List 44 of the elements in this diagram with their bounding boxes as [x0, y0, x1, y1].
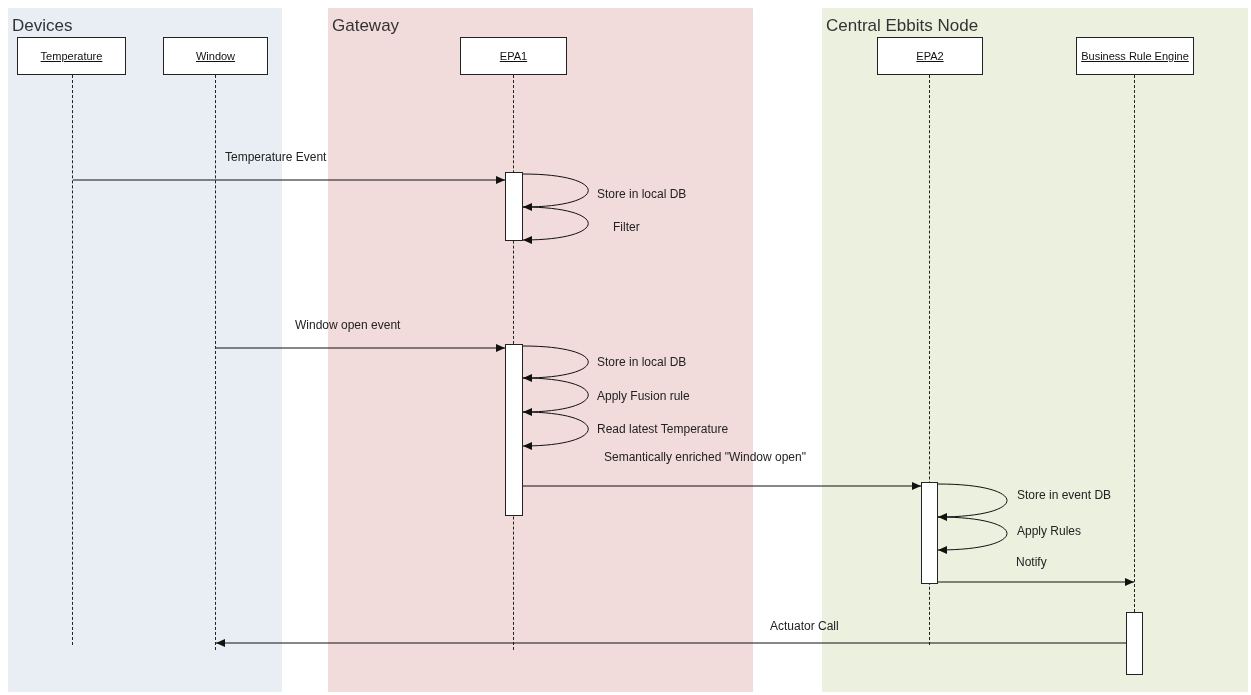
self-message-arrow	[522, 377, 589, 416]
message-label: Window open event	[295, 318, 401, 332]
message-label: Apply Rules	[1017, 524, 1082, 538]
message-label: Store in local DB	[597, 187, 687, 201]
self-message-arrow	[937, 516, 1008, 554]
message-arrow	[937, 578, 1135, 586]
message-arrow	[522, 482, 922, 490]
activation-bar	[505, 344, 523, 516]
message-arrow	[215, 639, 1127, 647]
activation-bar	[921, 482, 938, 584]
self-message-arrow	[522, 411, 589, 450]
lane-title: Devices	[12, 16, 73, 36]
message-label: Temperature Event	[225, 150, 327, 164]
message-label: Semantically enriched "Window open"	[604, 450, 806, 464]
message-label: Notify	[1016, 555, 1047, 569]
activation-bar	[505, 172, 523, 241]
participant-box	[460, 37, 567, 75]
self-message-arrow	[937, 483, 1008, 521]
participant-box	[1076, 37, 1194, 75]
lifeline	[1134, 75, 1135, 612]
lane-title: Central Ebbits Node	[826, 16, 979, 36]
message-label: Read latest Temperature	[597, 422, 729, 436]
activation-bar	[1126, 612, 1143, 675]
message-label: Store in event DB	[1017, 488, 1112, 502]
lifeline	[215, 75, 216, 650]
participant-name: Business Rule Engine	[1081, 50, 1189, 62]
message-label: Filter	[613, 220, 640, 234]
participant-name: Window	[195, 50, 236, 62]
message-arrow	[72, 176, 506, 184]
lifeline	[72, 75, 73, 645]
message-label: Apply Fusion rule	[597, 389, 690, 403]
participant-box	[163, 37, 268, 75]
participant-name: Temperature	[40, 50, 103, 62]
self-message-arrow	[522, 173, 589, 211]
message-arrow	[215, 344, 506, 352]
message-label: Store in local DB	[597, 355, 687, 369]
lane-title: Gateway	[332, 16, 400, 36]
self-message-arrow	[522, 345, 589, 382]
participant-box	[877, 37, 983, 75]
message-label: Actuator Call	[770, 619, 839, 633]
participant-name: EPA1	[499, 50, 528, 62]
participant-name: EPA2	[916, 50, 944, 62]
participant-box	[17, 37, 126, 75]
self-message-arrow	[522, 206, 589, 244]
